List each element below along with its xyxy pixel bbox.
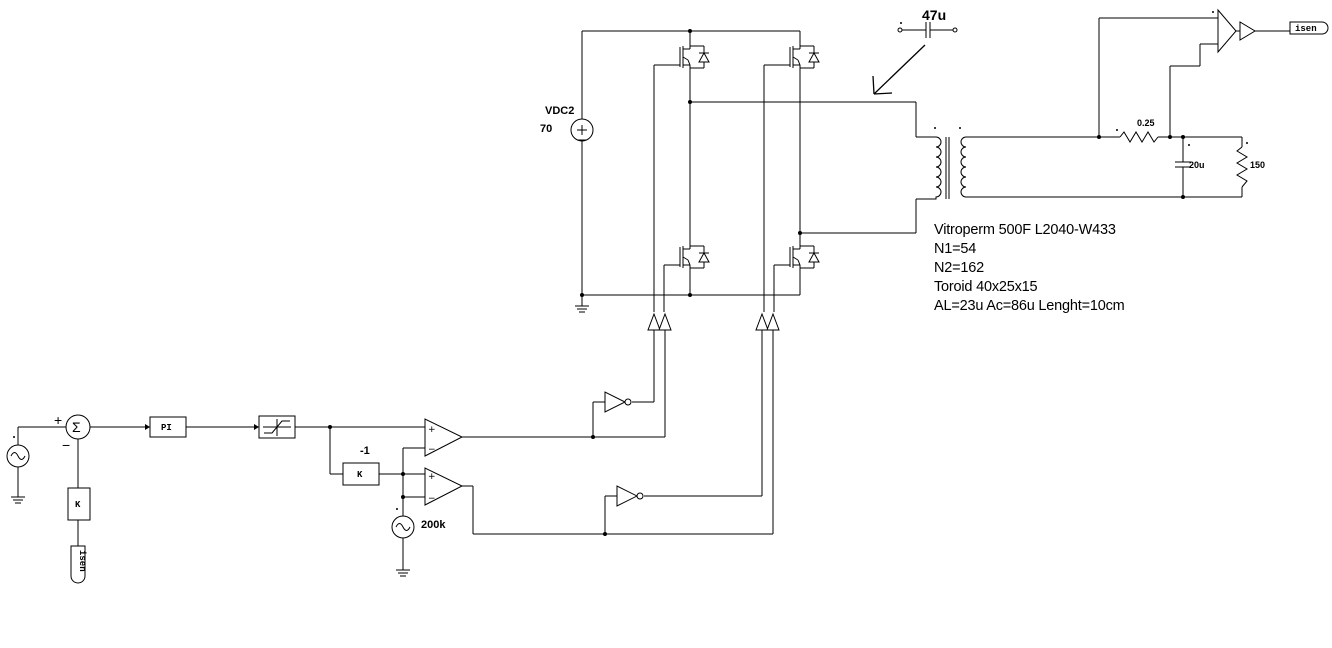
transformer-note: Vitroperm 500F L2040-W433 N1=54 N2=162 T…: [934, 222, 1125, 314]
carrier-value: 200k: [421, 519, 446, 531]
capacitor-icon: [1175, 161, 1191, 168]
transformer-note-line-2: N1=54: [934, 241, 976, 257]
feedback-gain-label: K: [75, 500, 81, 510]
gate-buffer-left-1[interactable]: [647, 312, 661, 402]
comparator-icon: [1217, 8, 1237, 54]
gate-buffer-left-2[interactable]: [658, 312, 672, 437]
mosfet-icon: [679, 44, 705, 70]
invert-gain-label: K: [357, 470, 363, 480]
resistor-icon: [1119, 131, 1159, 143]
load-resistor[interactable]: 150: [1236, 146, 1265, 188]
comparator-icon: [424, 418, 464, 457]
comparator-icon: [424, 467, 464, 506]
transformer-icon: [916, 136, 967, 200]
sense-resistor[interactable]: 0.25: [1119, 118, 1159, 143]
series-capacitor-47u[interactable]: 47u: [897, 7, 958, 38]
transformer-note-line-5: AL=23u Ac=86u Lenght=10cm: [934, 298, 1125, 314]
transformer[interactable]: [916, 127, 967, 200]
sense-amplifier[interactable]: [1217, 8, 1290, 54]
capacitor-icon: [925, 22, 931, 38]
feedback-gain-block[interactable]: K: [67, 487, 91, 546]
carrier-source[interactable]: 200k: [391, 508, 446, 570]
comparator-lower[interactable]: + −: [424, 467, 464, 506]
probe-isen-out-label: isen: [1295, 24, 1317, 34]
control-wiring: [328, 401, 773, 536]
invert-gain-block[interactable]: K -1: [342, 445, 380, 486]
buffer-icon: [647, 312, 661, 331]
diode-icon: [808, 51, 820, 63]
mosfet-icon: [789, 44, 815, 70]
transformer-note-line-3: N2=162: [934, 260, 984, 276]
secondary-wiring: [966, 11, 1248, 199]
pi-controller[interactable]: PI: [149, 416, 259, 438]
buffer-icon: [755, 312, 769, 331]
filter-capacitor[interactable]: 20u: [1175, 160, 1205, 170]
mosfet-icon: [789, 244, 815, 270]
ground-icon: [396, 569, 410, 577]
sense-resistor-value: 0.25: [1137, 118, 1155, 128]
transformer-note-line-4: Toroid 40x25x15: [934, 279, 1038, 295]
diode-icon: [808, 251, 820, 263]
buffer-icon: [658, 312, 672, 331]
dc-source-value: 70: [540, 123, 552, 135]
mosfet-q2[interactable]: [763, 44, 820, 312]
buffer-icon: [1239, 21, 1256, 41]
comparator-upper[interactable]: + −: [424, 418, 464, 457]
mosfet-q1[interactable]: [653, 44, 710, 312]
load-resistor-value: 150: [1250, 160, 1265, 170]
summer-plus-sign: +: [54, 412, 62, 428]
arrow-icon: [872, 44, 926, 95]
reference-source[interactable]: [6, 426, 66, 497]
dc-source-name: VDC2: [545, 105, 574, 117]
dc-supply[interactable]: VDC2 70: [540, 105, 594, 142]
limiter-icon: [263, 419, 291, 436]
diode-icon: [698, 251, 710, 263]
svg-text:Σ: Σ: [72, 419, 81, 435]
probe-isen-in[interactable]: isen: [70, 545, 87, 584]
comparator-upper-minus: −: [428, 445, 436, 455]
comparator-lower-plus: +: [428, 472, 436, 482]
limiter-block[interactable]: [258, 415, 425, 439]
mosfet-q4[interactable]: [773, 244, 820, 312]
mosfet-q3[interactable]: [663, 244, 710, 312]
inverter-icon: [616, 485, 639, 507]
summer-minus-sign: −: [62, 437, 70, 453]
pi-controller-label: PI: [161, 423, 172, 433]
probe-isen-out[interactable]: isen: [1289, 21, 1329, 35]
transformer-note-line-1: Vitroperm 500F L2040-W433: [934, 222, 1116, 238]
diode-icon: [698, 51, 710, 63]
mosfet-icon: [679, 244, 705, 270]
ground-icon: [11, 496, 25, 504]
bridge-wiring: [580, 29, 917, 306]
gate-buffer-right-1[interactable]: [755, 312, 769, 496]
invert-gain-value: -1: [360, 445, 370, 457]
inverter-lower[interactable]: [616, 485, 644, 507]
comparator-lower-minus: −: [428, 494, 436, 504]
ground-icon: [575, 305, 589, 313]
inverter-icon: [604, 391, 627, 413]
series-capacitor-value: 47u: [922, 7, 946, 23]
gate-buffer-right-2[interactable]: [766, 312, 780, 534]
comparator-upper-plus: +: [428, 425, 436, 435]
filter-capacitor-value: 20u: [1189, 160, 1205, 170]
summing-junction[interactable]: Σ + −: [54, 412, 150, 488]
buffer-icon: [766, 312, 780, 331]
inverter-upper[interactable]: [604, 391, 632, 413]
probe-isen-in-label: isen: [77, 550, 87, 572]
resistor-icon: [1236, 146, 1248, 188]
